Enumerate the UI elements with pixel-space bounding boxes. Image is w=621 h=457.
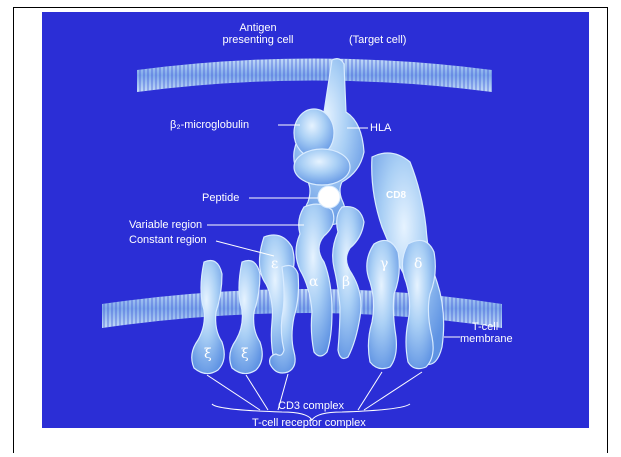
hla-label: HLA <box>370 122 391 134</box>
apc-label: Antigen presenting cell <box>218 22 298 46</box>
epsilon-label: ε <box>271 256 278 272</box>
delta-label: δ <box>414 256 422 272</box>
beta-label: β <box>342 274 350 290</box>
constant-region-label: Constant region <box>129 234 207 246</box>
zeta1-label: ξ <box>204 346 212 362</box>
diagram-graphics <box>42 12 589 428</box>
t-cell-membrane-label: T-cell membrane <box>460 321 510 345</box>
diagram-canvas: Antigen presenting cell (Target cell) β₂… <box>42 12 589 428</box>
cd8-label: CD8 <box>386 190 406 201</box>
apc-membrane <box>137 59 492 93</box>
b2-microglobulin-label: β₂-microglobulin <box>170 119 249 131</box>
tcr-alpha-beta <box>296 204 364 358</box>
alpha-label: α <box>309 274 318 290</box>
peptide-circle <box>318 186 340 208</box>
target-cell-label: (Target cell) <box>349 34 406 46</box>
gamma-label: γ <box>380 256 388 272</box>
zeta2-label: ξ <box>241 346 249 362</box>
peptide-label: Peptide <box>202 192 239 204</box>
tcr-complex-label: T-cell receptor complex <box>252 417 366 428</box>
cd3-complex-label: CD3 complex <box>278 400 344 412</box>
variable-region-label: Variable region <box>129 219 202 231</box>
